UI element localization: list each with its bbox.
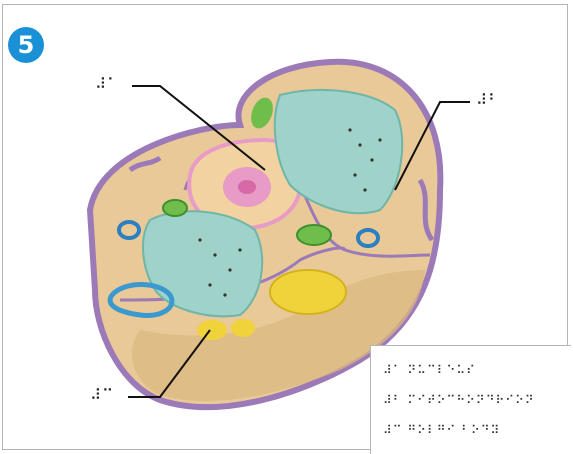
braille-label-mitochondrion: ⠼⠃	[476, 92, 500, 108]
braille-label-golgi: ⠼⠉	[90, 387, 114, 403]
yellow-granule-2	[231, 319, 255, 337]
braille-legend: ⠼⠁ ⠝⠥⠉⠇⠑⠥⠎ ⠼⠃ ⠍⠊⠞⠕⠉⠓⠕⠝⠙⠗⠊⠕⠝ ⠼⠉ ⠛⠕⠇⠛⠊ ⠃⠕⠙…	[370, 345, 571, 454]
legend-row-1: ⠼⠁ ⠝⠥⠉⠇⠑⠥⠎	[383, 362, 476, 378]
nucleolus-core	[238, 180, 256, 194]
green-vesicle-2	[163, 200, 187, 216]
legend-row-3: ⠼⠉ ⠛⠕⠇⠛⠊ ⠃⠕⠙⠽	[383, 422, 500, 438]
figure-number-badge: 5	[8, 27, 44, 63]
legend-row-2: ⠼⠃ ⠍⠊⠞⠕⠉⠓⠕⠝⠙⠗⠊⠕⠝	[383, 392, 535, 408]
golgi-body	[270, 270, 346, 314]
braille-label-nucleus: ⠼⠁	[95, 76, 119, 92]
yellow-granule-1	[197, 320, 227, 340]
green-vesicle	[297, 225, 331, 245]
